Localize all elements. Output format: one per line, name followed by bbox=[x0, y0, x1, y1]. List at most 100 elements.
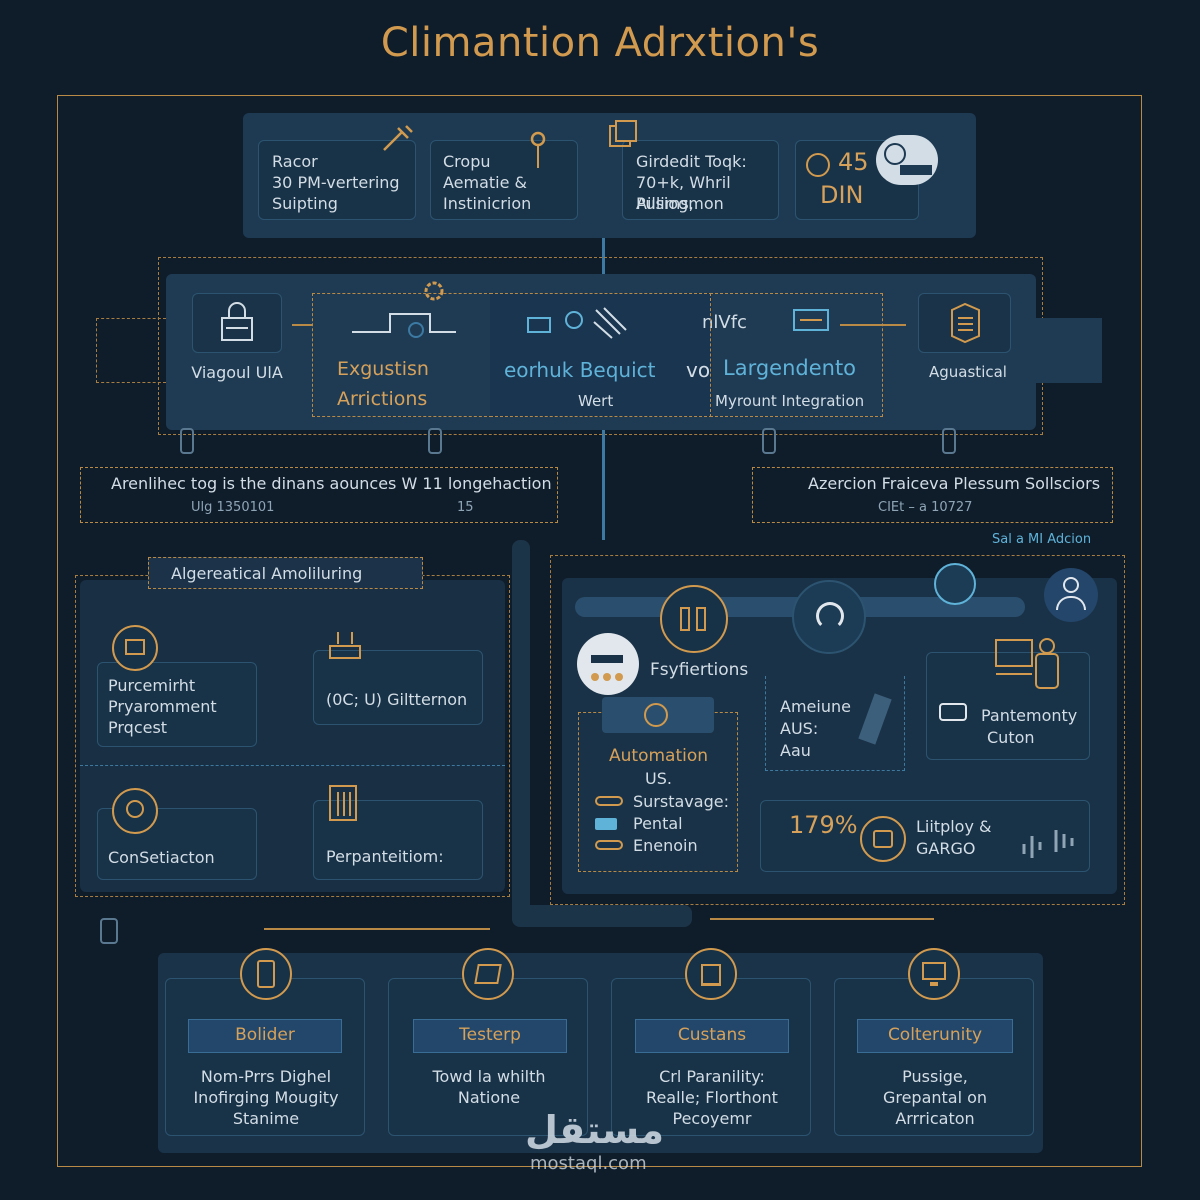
plug-icon bbox=[100, 918, 118, 944]
support-icon bbox=[792, 580, 866, 654]
top-card-racor[interactable]: Racor 30 PM-vertering Suipting bbox=[258, 140, 416, 220]
gear-icon bbox=[424, 281, 444, 301]
stage-title: Largendento bbox=[723, 356, 857, 380]
top-card-line: 30 PM-vertering bbox=[272, 173, 400, 192]
robot-icon bbox=[644, 703, 668, 727]
left-item-perpanteitiom[interactable]: Perpanteitiom: bbox=[313, 800, 483, 880]
bottom-card-bolider[interactable]: Bolider Nom-Prrs Dighel Inofirging Mougi… bbox=[165, 978, 365, 1136]
stage-icon-box bbox=[918, 293, 1011, 353]
amelune-line: Aau bbox=[780, 741, 811, 760]
user-badge-icon bbox=[876, 135, 938, 185]
left-item-purcemirht[interactable]: Purcemirht Pryaromment Prqcest bbox=[97, 662, 257, 747]
stage-title: Exgustisn bbox=[337, 358, 429, 380]
automation-block[interactable]: Automation US. Surstavage: Pental Enenoi… bbox=[578, 712, 738, 872]
bottom-card-line: Nom-Prrs Dighel bbox=[200, 1067, 332, 1086]
top-card-line: Aematie & bbox=[443, 173, 528, 192]
key-icon bbox=[530, 131, 546, 168]
band-left-sub2: 15 bbox=[457, 500, 474, 515]
arrow bbox=[840, 324, 906, 326]
bottom-card-line: Stanime bbox=[232, 1109, 300, 1128]
page-title: Climantion Adrxtion's bbox=[380, 20, 820, 66]
bottom-card-title: Testerp bbox=[413, 1019, 567, 1053]
bottom-card-title: Colterunity bbox=[857, 1019, 1013, 1053]
bottom-card-line: Arrricaton bbox=[895, 1109, 975, 1128]
analytics-block[interactable]: 179% Liitploy & GARGO bbox=[760, 800, 1090, 872]
plug-icon bbox=[942, 428, 956, 454]
workstation-icon bbox=[995, 638, 1059, 689]
watermark-url: mostaql.com bbox=[530, 1153, 647, 1174]
top-card-line: Girdedit Toqk: bbox=[636, 152, 747, 171]
stage-vo: vo bbox=[686, 358, 711, 382]
stage-sub: Wert bbox=[578, 392, 614, 410]
bottom-card-line: Grepantal on bbox=[882, 1088, 988, 1107]
left-panel-heading: Algereatical Amoliluring bbox=[171, 564, 363, 583]
stage-viagoul-label: Viagoul UlA bbox=[191, 363, 283, 382]
top-card-line: Suipting bbox=[272, 194, 338, 213]
stage-title: Arrictions bbox=[337, 388, 428, 410]
test-icon bbox=[462, 948, 514, 1000]
amelune-block[interactable]: Ameiune AUS: Aau bbox=[765, 676, 905, 771]
top-card-line: Pusiogmon bbox=[636, 194, 724, 213]
bottom-card-title: Custans bbox=[635, 1019, 789, 1053]
stage-mid-label: nlVfc bbox=[702, 312, 747, 333]
analytics-icon bbox=[860, 816, 906, 862]
band-right: Azercion Fraiceva Plessum Sollsciors CIE… bbox=[752, 467, 1113, 523]
top-card-cropu[interactable]: Cropu Aematie & Instinicrion bbox=[430, 140, 578, 220]
left-item-line: Pryaromment bbox=[108, 697, 217, 716]
pipeline-left-tab bbox=[96, 318, 166, 383]
battery-icon bbox=[595, 796, 623, 806]
top-card-line: Cropu bbox=[443, 152, 491, 171]
bottom-connector bbox=[710, 918, 934, 920]
top-card-line: 70+k, Whril Aillims, bbox=[636, 173, 731, 213]
band-right-tag: Sal a MI Adcion bbox=[992, 532, 1092, 547]
stage-exgustisn[interactable]: Exgustisn Arrictions bbox=[312, 293, 492, 417]
percent-value: 179% bbox=[789, 811, 858, 839]
top-card-girdedit[interactable]: Girdedit Toqk: 70+k, Whril Aillims, Pusi… bbox=[622, 140, 779, 220]
left-item-line: Purcemirht bbox=[108, 676, 196, 695]
flow-label: Fsyfiertions bbox=[650, 660, 749, 680]
pantemonty-line: Pantemonty bbox=[981, 706, 1078, 725]
card-icon bbox=[595, 818, 617, 830]
process-icons bbox=[527, 307, 627, 339]
user-icon bbox=[1044, 568, 1098, 622]
bottom-card-line: Realle; Florthont bbox=[646, 1088, 778, 1107]
amelune-line: Ameiune bbox=[780, 697, 851, 716]
stage-title: eorhuk Bequict bbox=[504, 358, 656, 382]
bottom-card-line: Natione bbox=[457, 1088, 521, 1107]
pantemonty-block[interactable]: Pantemonty Cuton bbox=[926, 652, 1090, 760]
link-icon bbox=[934, 563, 976, 605]
left-item-giltternon[interactable]: (0C; U) Giltternon bbox=[313, 650, 483, 725]
plug-icon bbox=[180, 428, 194, 454]
bottom-card-testerp[interactable]: Testerp Towd la whilth Natione bbox=[388, 978, 588, 1136]
monitor-icon bbox=[112, 625, 158, 671]
band-right-sub: CIEt – a 10727 bbox=[878, 500, 973, 515]
left-item-line: ConSetiacton bbox=[108, 848, 215, 867]
tablet-icon bbox=[240, 948, 292, 1000]
top-card-line: Instinicrion bbox=[443, 194, 532, 213]
automation-header bbox=[602, 697, 714, 733]
bottom-card-title: Bolider bbox=[188, 1019, 342, 1053]
diagram-frame bbox=[57, 95, 1142, 1167]
bottom-card-colterunity[interactable]: Colterunity Pussige, Grepantal on Arrric… bbox=[834, 978, 1034, 1136]
file-stack-icon bbox=[329, 785, 357, 821]
people-icon bbox=[112, 788, 158, 834]
automation-sub: US. bbox=[645, 769, 672, 788]
arrow bbox=[292, 324, 312, 326]
bottom-card-line: Pecoyemr bbox=[672, 1109, 752, 1128]
band-left: Arenlihec tog is the dinans aounces W 11… bbox=[80, 467, 558, 523]
bottom-card-line: Pussige, bbox=[902, 1067, 968, 1086]
database-icon bbox=[951, 302, 980, 344]
stage-largendento[interactable]: Largendento Myrount Integration bbox=[710, 293, 883, 417]
lab-icon bbox=[660, 585, 728, 653]
analytics-line: Liitploy & bbox=[916, 817, 992, 836]
computer-icon bbox=[908, 948, 960, 1000]
plug-icon bbox=[428, 428, 442, 454]
dashboard-icon bbox=[577, 633, 639, 695]
left-item-line: (0C; U) Giltternon bbox=[326, 690, 468, 709]
server-lock-icon bbox=[221, 302, 253, 341]
watermark-arabic: مستقل bbox=[525, 1108, 664, 1152]
bottom-connector bbox=[264, 928, 490, 930]
plug-icon bbox=[762, 428, 776, 454]
stage-aguastical-label: Aguastical bbox=[929, 363, 1007, 381]
divider bbox=[80, 765, 505, 766]
